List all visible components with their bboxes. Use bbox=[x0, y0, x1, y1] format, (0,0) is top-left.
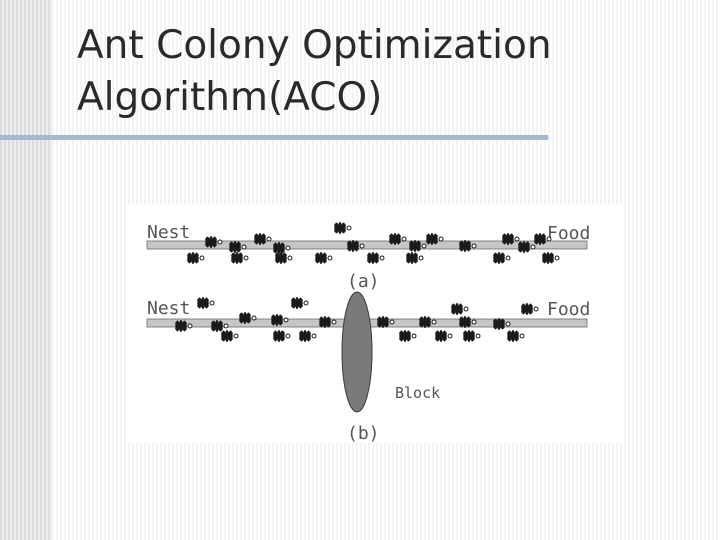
nest-label-a: Nest bbox=[147, 222, 190, 243]
ant-icon bbox=[315, 252, 332, 264]
ant-path-figure: Nest Food (a) bbox=[127, 204, 623, 442]
block-obstacle bbox=[342, 292, 372, 412]
title-underline bbox=[0, 135, 548, 140]
ant-icon bbox=[463, 330, 480, 342]
ant-icon bbox=[221, 330, 238, 342]
title-line-1: Ant Colony Optimization bbox=[77, 20, 697, 72]
ant-icon bbox=[493, 252, 510, 264]
nest-label-b: Nest bbox=[147, 298, 190, 319]
panel-b: Nest Food Block (b) bbox=[147, 292, 590, 442]
ant-icon bbox=[273, 330, 290, 342]
food-label-a: Food bbox=[547, 223, 590, 244]
ant-icon bbox=[451, 303, 468, 315]
ant-icon bbox=[507, 330, 524, 342]
block-label: Block bbox=[395, 384, 440, 402]
figure-svg: Nest Food (a) bbox=[127, 204, 623, 442]
ant-icon bbox=[367, 252, 384, 264]
caption-b: (b) bbox=[347, 423, 380, 442]
ant-icon bbox=[435, 330, 452, 342]
ant-icon bbox=[291, 297, 308, 309]
slide-title: Ant Colony Optimization Algorithm(ACO) bbox=[77, 20, 697, 124]
ant-icon bbox=[521, 303, 538, 315]
ant-icon bbox=[197, 297, 214, 309]
ant-icon bbox=[275, 252, 292, 264]
ant-icon bbox=[399, 330, 416, 342]
ant-icon bbox=[542, 252, 559, 264]
panel-a: Nest Food (a) bbox=[147, 222, 590, 292]
ant-icon bbox=[299, 330, 316, 342]
ant-icon bbox=[334, 222, 351, 234]
title-line-2: Algorithm(ACO) bbox=[77, 72, 697, 124]
ant-icon bbox=[187, 252, 204, 264]
slide-left-stripe bbox=[0, 0, 52, 540]
ant-icon bbox=[231, 252, 248, 264]
food-label-b: Food bbox=[547, 299, 590, 320]
ant-icon bbox=[406, 252, 423, 264]
ants-row-a-bottom bbox=[187, 252, 559, 264]
caption-a: (a) bbox=[347, 271, 380, 292]
